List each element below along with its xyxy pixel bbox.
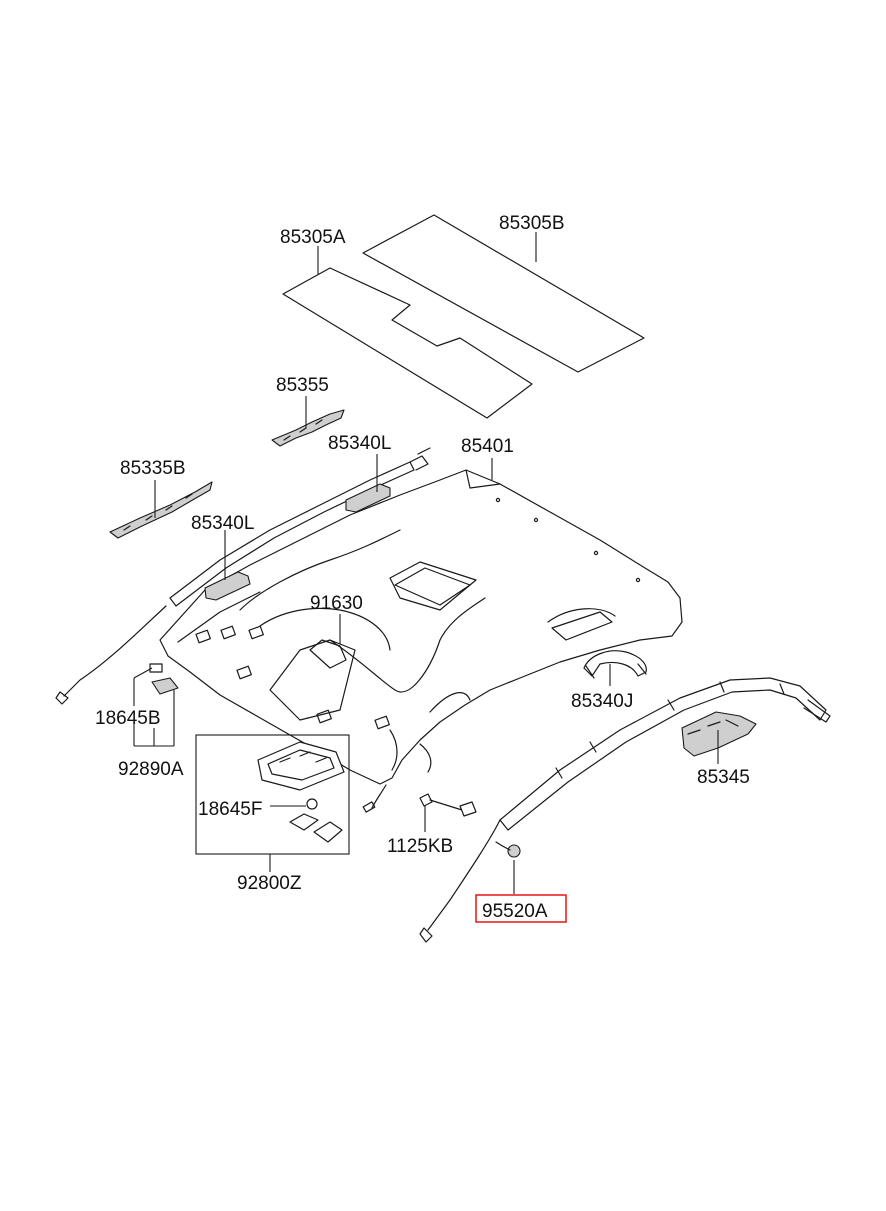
- part-85340L-handle-left[interactable]: [204, 571, 251, 601]
- part-91630-harness[interactable]: [239, 529, 486, 813]
- label-92800Z[interactable]: 92800Z: [237, 873, 302, 894]
- part-85401-headliner[interactable]: [159, 469, 683, 785]
- label-85355[interactable]: 85355: [276, 375, 329, 396]
- highlight-box-95520A: [475, 894, 567, 923]
- part-1125KB-screw[interactable]: [419, 793, 477, 817]
- label-91630[interactable]: 91630: [310, 593, 363, 614]
- label-85305B[interactable]: 85305B: [499, 213, 565, 234]
- part-85335B-strip[interactable]: [109, 481, 213, 539]
- part-18645F-bulb[interactable]: [306, 798, 318, 810]
- part-92890A-lamp[interactable]: [151, 677, 179, 695]
- label-85401[interactable]: 85401: [461, 436, 514, 457]
- label-85335B[interactable]: 85335B: [120, 458, 186, 479]
- part-85305A-pad[interactable]: [282, 267, 533, 419]
- label-1125KB[interactable]: 1125KB: [387, 836, 453, 857]
- label-85340L-left[interactable]: 85340L: [191, 513, 254, 534]
- label-85340L-top[interactable]: 85340L: [328, 433, 391, 454]
- label-18645F[interactable]: 18645F: [198, 799, 262, 820]
- part-92800Z-console[interactable]: [257, 741, 345, 791]
- part-85305B-pad[interactable]: [362, 214, 645, 373]
- part-85345-bracket[interactable]: [681, 711, 757, 757]
- part-92800Z-lenses[interactable]: [289, 813, 343, 843]
- label-85340J[interactable]: 85340J: [571, 691, 633, 712]
- part-85340J-handle[interactable]: [583, 650, 647, 679]
- label-85345[interactable]: 85345: [697, 767, 750, 788]
- leader-lines: [133, 232, 719, 894]
- assembly-92800Z-box: [195, 734, 350, 855]
- part-85355-strip[interactable]: [271, 409, 345, 447]
- label-85305A[interactable]: 85305A: [280, 227, 346, 248]
- part-right-curtain-airbag[interactable]: [419, 677, 831, 943]
- label-18645B[interactable]: 18645B: [95, 708, 161, 729]
- part-85340L-handle-top[interactable]: [345, 483, 391, 513]
- label-95520A[interactable]: 95520A: [482, 901, 548, 922]
- part-95520A-sensor[interactable]: [495, 841, 521, 858]
- label-92890A[interactable]: 92890A: [118, 759, 184, 780]
- part-18645B-clip[interactable]: [149, 663, 163, 673]
